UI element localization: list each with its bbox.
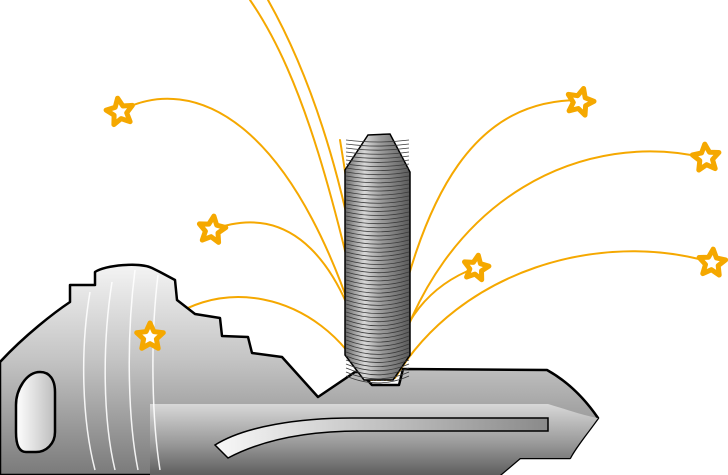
pin-ridge [345, 311, 410, 318]
pin-ridge [345, 267, 410, 274]
pin-ridge [345, 355, 410, 363]
star-group [103, 86, 728, 351]
pin-ridge [345, 167, 410, 171]
pin-ridge [345, 163, 410, 167]
pin-ridge [345, 151, 410, 155]
pin-ridge [345, 327, 410, 335]
pin-ridge [345, 287, 410, 294]
pin-ridge [345, 323, 410, 331]
pin-ridge [345, 175, 410, 180]
pin-ridge [345, 143, 410, 147]
pin-ridge [345, 331, 410, 339]
pin-ridge [345, 255, 410, 261]
key-bow-hole [14, 370, 57, 454]
pin-ridge [345, 223, 410, 229]
pin-tumbler-icon [344, 133, 411, 384]
pin-ridge [345, 239, 410, 245]
pin-ridge [345, 315, 410, 323]
key-icon [0, 263, 600, 475]
key-bow-lines [82, 269, 161, 471]
spark-trail-icon [394, 250, 711, 379]
pin-ridge [345, 291, 410, 298]
pin-ridge [345, 271, 410, 278]
pin-ridge [345, 279, 410, 286]
key-groove [213, 417, 549, 459]
pin-ridge [345, 371, 410, 380]
pin-ridge [345, 243, 410, 249]
star-icon [462, 252, 492, 283]
pin-ridge [345, 219, 410, 225]
pin-ridge [345, 191, 410, 196]
pin-ridge [345, 363, 410, 372]
pin-ridge [345, 187, 410, 192]
pin-ridge [345, 263, 410, 269]
star-icon [103, 95, 135, 128]
pin-ridge [345, 203, 410, 208]
pin-ridge [345, 303, 410, 310]
pin-ridge [345, 215, 410, 220]
star-icon [689, 141, 722, 173]
pin-ridge [345, 159, 410, 163]
pin-ridge [345, 147, 410, 151]
pin-ridge [345, 251, 410, 257]
star-icon [134, 320, 166, 351]
pin-ridge [345, 199, 410, 204]
spark-trail-icon [121, 97, 373, 381]
pin-ridge [345, 195, 410, 200]
pin-ridge [345, 259, 410, 265]
spark-trail-icon [389, 150, 706, 381]
pin-ridge [345, 347, 410, 355]
pin-ridge [345, 171, 410, 176]
star-icon [565, 86, 597, 118]
pin-ridge [345, 275, 410, 282]
pin-ridge [345, 235, 410, 241]
pin-ridge [345, 283, 410, 290]
pin-ridge [345, 299, 410, 306]
pin-ridge [345, 247, 410, 253]
pin-ridge [345, 343, 410, 351]
pin-ridge [345, 335, 410, 343]
pin-ridge [345, 375, 410, 384]
pin-ridge [345, 367, 410, 376]
pin-ridge [345, 351, 410, 359]
key-blade [150, 404, 598, 475]
pin-ridge [345, 179, 410, 184]
star-icon [196, 213, 229, 245]
pin-ridge [345, 231, 410, 237]
pin-ridge [345, 211, 410, 216]
pin-ridge [345, 183, 410, 188]
pin-ridge [345, 155, 410, 159]
spark-trail-icon [384, 99, 581, 381]
pin-ridge [345, 359, 410, 367]
pin-ridge [345, 207, 410, 212]
star-icon [696, 246, 728, 278]
pin-ridge [345, 139, 410, 143]
pin-ridge [345, 319, 410, 327]
pin-ridge [345, 339, 410, 347]
pin-ridge [345, 295, 410, 302]
pin-ridge [345, 227, 410, 233]
pin-ridge [345, 307, 410, 314]
